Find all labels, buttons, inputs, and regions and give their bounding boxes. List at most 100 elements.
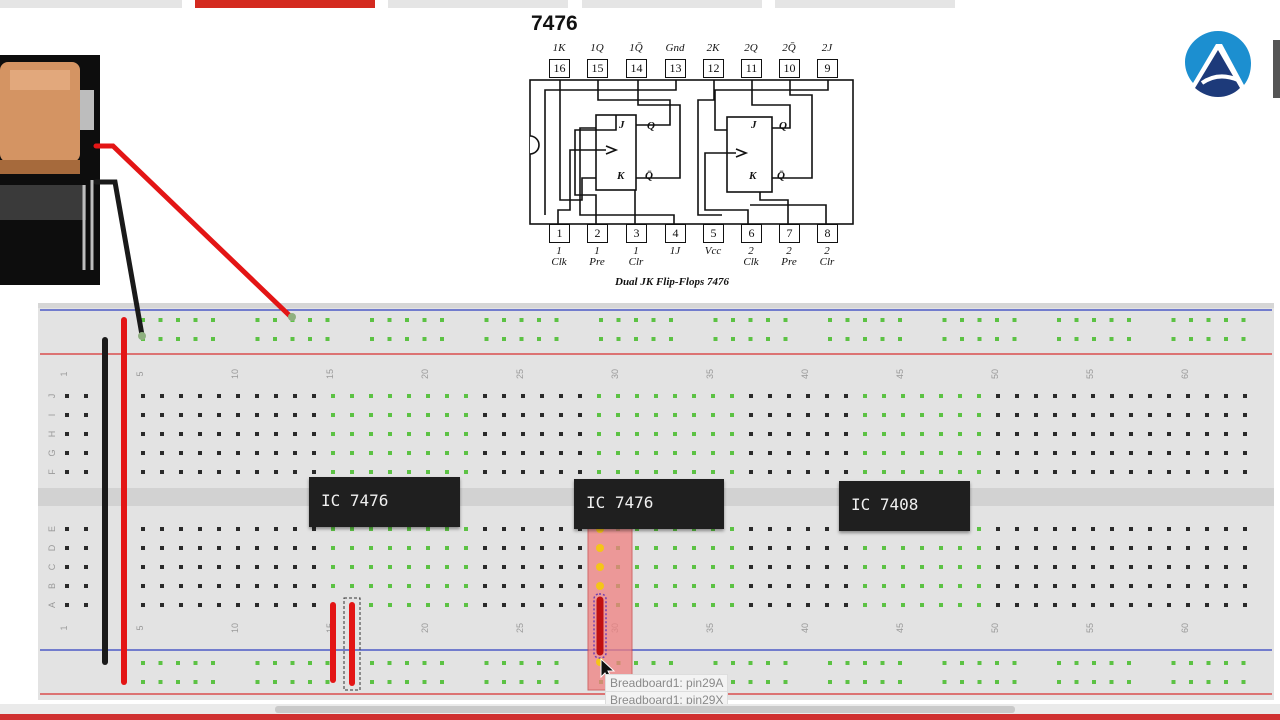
svg-text:45: 45 <box>895 623 905 633</box>
top-pin-12: 12 <box>703 59 724 78</box>
svg-text:1: 1 <box>59 371 69 376</box>
flip-flop-pin-label: J <box>619 119 625 131</box>
svg-text:50: 50 <box>990 369 1000 379</box>
svg-text:10: 10 <box>230 623 240 633</box>
svg-text:5: 5 <box>135 625 145 630</box>
tab-1[interactable] <box>0 0 182 8</box>
top-pin-11: 11 <box>741 59 762 78</box>
red-wire-battery[interactable] <box>93 143 293 319</box>
flip-flop-pin-label: Q̄ <box>777 170 785 182</box>
bottom-accent-bar <box>0 714 1280 720</box>
bottom-pin-label: 1 Clr <box>628 245 644 268</box>
svg-text:30: 30 <box>610 369 620 379</box>
top-pin-label: 2Q <box>744 42 758 54</box>
wires[interactable] <box>93 143 607 691</box>
bottom-pin-5: 5 <box>703 224 724 243</box>
bottom-pin-label: Vcc <box>704 245 722 257</box>
chip-diagram-drawing <box>529 79 854 225</box>
svg-text:A: A <box>47 602 57 608</box>
bottom-pin-label: 1J <box>669 245 681 257</box>
svg-text:C: C <box>47 563 57 570</box>
ic-chip-label: IC 7476 <box>586 493 654 512</box>
svg-text:25: 25 <box>515 623 525 633</box>
top-pin-9: 9 <box>817 59 838 78</box>
horizontal-scroll-thumb[interactable] <box>275 706 1015 713</box>
bottom-pin-2: 2 <box>587 224 608 243</box>
column-numbers: 1155101015152020252530303535404045455050… <box>59 369 1190 633</box>
svg-text:60: 60 <box>1180 623 1190 633</box>
svg-text:50: 50 <box>990 623 1000 633</box>
bottom-pin-label: 2 Clr <box>819 245 835 268</box>
bottom-pin-label: 1 Clk <box>551 245 567 268</box>
top-pin-label: 2K <box>706 42 720 54</box>
top-pin-10: 10 <box>779 59 800 78</box>
top-pin-label: 2J <box>821 42 833 54</box>
tab-5[interactable] <box>775 0 955 8</box>
svg-text:G: G <box>47 449 57 456</box>
top-pin-13: 13 <box>665 59 686 78</box>
svg-text:F: F <box>47 469 57 475</box>
svg-text:E: E <box>47 526 57 532</box>
column-highlight <box>587 515 633 691</box>
flip-flop-pin-label: Q̄ <box>645 170 653 182</box>
ic-chip-3[interactable]: IC 7408 <box>839 481 970 531</box>
bottom-pin-4: 4 <box>665 224 686 243</box>
top-pin-label: 2Q̄ <box>782 42 796 54</box>
pin-tooltip-1: Breadboard1: pin29A <box>605 674 729 692</box>
svg-text:20: 20 <box>420 369 430 379</box>
flip-flop-pin-label: Q <box>779 120 787 132</box>
svg-text:10: 10 <box>230 369 240 379</box>
svg-text:15: 15 <box>325 369 335 379</box>
selection-outline <box>343 597 361 691</box>
top-pin-16: 16 <box>549 59 570 78</box>
top-pin-label: 1Q <box>590 42 604 54</box>
ic-chip-label: IC 7476 <box>321 491 389 510</box>
ic-chip-2[interactable]: IC 7476 <box>574 479 724 529</box>
black-wire-battery[interactable] <box>93 179 145 338</box>
flip-flop-pin-label: Q <box>647 120 655 132</box>
top-pin-15: 15 <box>587 59 608 78</box>
top-pin-label: 1Q̄ <box>629 42 643 54</box>
svg-text:20: 20 <box>420 623 430 633</box>
svg-text:25: 25 <box>515 369 525 379</box>
bottom-pin-label: 2 Pre <box>781 245 797 268</box>
svg-text:H: H <box>47 431 57 438</box>
tab-3[interactable] <box>388 0 568 8</box>
diagram-title: 7476 <box>531 12 578 35</box>
svg-text:5: 5 <box>135 371 145 376</box>
bottom-pin-1: 1 <box>549 224 570 243</box>
svg-text:40: 40 <box>800 369 810 379</box>
bottom-pin-7: 7 <box>779 224 800 243</box>
top-pin-label: Gnd <box>665 42 685 54</box>
tab-2[interactable] <box>195 0 375 8</box>
vertical-scrollbar[interactable] <box>1273 40 1280 98</box>
svg-text:D: D <box>47 544 57 551</box>
flip-flop-pin-label: K <box>749 170 757 182</box>
flip-flop-pin-label: K <box>617 170 625 182</box>
svg-text:J: J <box>47 394 57 399</box>
svg-text:35: 35 <box>705 623 715 633</box>
svg-text:1: 1 <box>59 625 69 630</box>
bottom-pin-3: 3 <box>626 224 647 243</box>
svg-text:40: 40 <box>800 623 810 633</box>
top-pin-14: 14 <box>626 59 647 78</box>
ic-chip-1[interactable]: IC 7476 <box>309 477 460 527</box>
top-pin-label: 1K <box>552 42 566 54</box>
svg-text:B: B <box>47 583 57 589</box>
ic-chip-label: IC 7408 <box>851 495 919 514</box>
row-letters: J I H G F E D C B A <box>47 394 57 608</box>
bottom-pin-label: 1 Pre <box>589 245 605 268</box>
svg-text:35: 35 <box>705 369 715 379</box>
svg-text:60: 60 <box>1180 369 1190 379</box>
flip-flop-pin-label: J <box>751 119 757 131</box>
svg-text:I: I <box>47 414 57 417</box>
svg-text:55: 55 <box>1085 369 1095 379</box>
diagram-caption: Dual JK Flip-Flops 7476 <box>615 276 729 288</box>
svg-text:55: 55 <box>1085 623 1095 633</box>
battery[interactable] <box>0 55 100 285</box>
a-logo-icon <box>1185 31 1251 97</box>
bottom-pin-6: 6 <box>741 224 762 243</box>
bottom-pin-8: 8 <box>817 224 838 243</box>
tab-4[interactable] <box>582 0 762 8</box>
